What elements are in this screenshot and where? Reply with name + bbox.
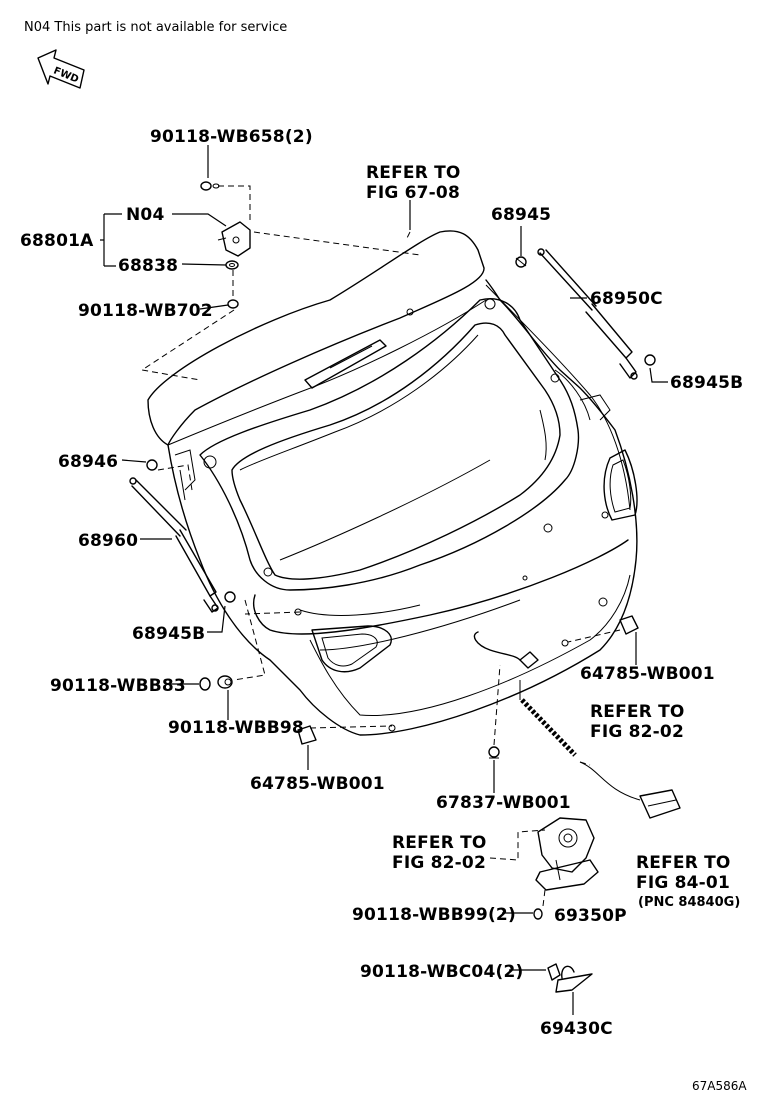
diagram-code: 67A586A (692, 1079, 747, 1093)
label-64785-wb001-left: 64785-WB001 (250, 774, 385, 794)
label-90118-wb702: 90118-WB702 (78, 301, 213, 321)
label-n04: N04 (126, 205, 165, 225)
label-90118-wbb99: 90118-WBB99(2) (352, 905, 516, 925)
label-refer-fig-82-02-left-line1: REFER TO (392, 833, 487, 853)
label-refer-fig-82-02-right-line2: FIG 82-02 (590, 722, 684, 742)
label-69430c: 69430C (540, 1019, 613, 1039)
label-refer-fig-67-08-line1: REFER TO (366, 163, 461, 183)
hinge-part (217, 221, 251, 257)
striker-69430c (547, 963, 593, 993)
label-refer-fig-82-02-left-line2: FIG 82-02 (392, 853, 486, 873)
label-68945: 68945 (491, 205, 551, 225)
nut-90118-wb702-icon (227, 299, 239, 309)
label-64785-wb001-right: 64785-WB001 (580, 664, 715, 684)
label-68801a: 68801A (20, 231, 94, 251)
label-68960: 68960 (78, 531, 138, 551)
gas-strut-68950c (537, 248, 638, 380)
ball-stud-68945b-left-icon (224, 591, 236, 603)
label-67837-wb001: 67837-WB001 (436, 793, 571, 813)
label-pnc-84840g: (PNC 84840G) (638, 895, 740, 910)
label-90118-wbb98: 90118-WBB98 (168, 718, 304, 738)
ball-stud-68945-icon (515, 256, 527, 268)
label-refer-fig-67-08-line2: FIG 67-08 (366, 183, 460, 203)
label-refer-fig-82-02-right-line1: REFER TO (590, 702, 685, 722)
forward-arrow-icon: FWD (37, 49, 85, 89)
grommet-67837-icon (488, 746, 500, 759)
label-90118-wbc04: 90118-WBC04(2) (360, 962, 523, 982)
back-door-panel (147, 230, 638, 736)
header-note: N04 This part is not available for servi… (24, 20, 287, 35)
ball-stud-68945b-right-icon (644, 354, 656, 366)
label-refer-fig-84-01-line2: FIG 84-01 (636, 873, 730, 893)
label-90118-wbb83: 90118-WBB83 (50, 676, 186, 696)
bumper-64785-left-icon (297, 725, 317, 745)
wire-harness (473, 631, 681, 819)
label-68946: 68946 (58, 452, 118, 472)
lock-assembly-69350p (535, 817, 599, 891)
label-refer-fig-84-01-line1: REFER TO (636, 853, 731, 873)
bolt-90118-wbb99-icon (533, 908, 543, 920)
label-68950c: 68950C (590, 289, 663, 309)
reference-dashes (140, 185, 621, 907)
label-68945b-right: 68945B (670, 373, 743, 393)
bumper-64785-right-icon (619, 615, 639, 635)
leader-lines (100, 145, 668, 1015)
ball-stud-68946-icon (146, 459, 158, 471)
label-68838: 68838 (118, 256, 178, 276)
cushion-90118-wbb83-icon (199, 677, 211, 691)
label-68945b-left: 68945B (132, 624, 205, 644)
washer-68838-icon (225, 260, 239, 270)
label-90118-wb658: 90118-WB658(2) (150, 127, 313, 147)
gas-strut-68960 (129, 477, 219, 613)
label-69350p: 69350P (554, 906, 627, 926)
bolt-90118-wb658-icon (200, 181, 220, 191)
cushion-90118-wbb98-icon (217, 675, 233, 689)
